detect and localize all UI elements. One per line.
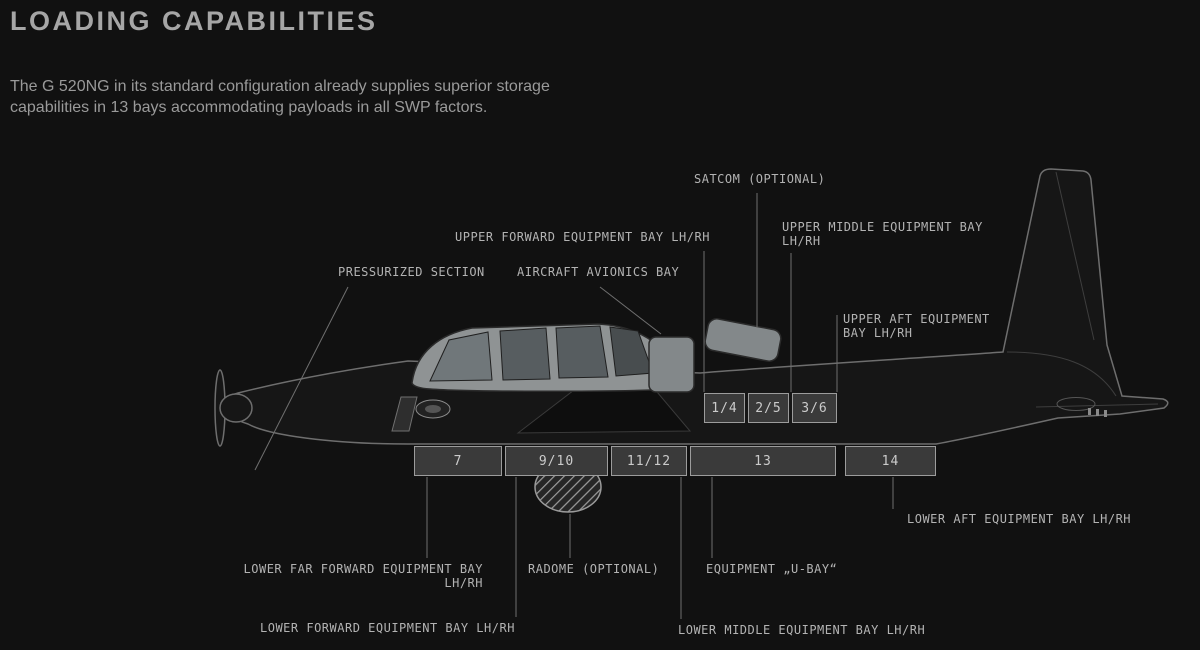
leader-avionics bbox=[599, 286, 662, 335]
label-lower-far-forward-bay: LOWER FAR FORWARD EQUIPMENT BAY LH/RH bbox=[243, 562, 483, 590]
label-lower-aft-bay: LOWER AFT EQUIPMENT BAY LH/RH bbox=[907, 512, 1132, 526]
fuselage-outline bbox=[221, 168, 1169, 445]
page-description: The G 520NG in its standard configuratio… bbox=[10, 78, 550, 117]
tail-vent-icon bbox=[1056, 397, 1096, 411]
bay-box-7: 7 bbox=[414, 446, 502, 476]
bay-box-13: 13 bbox=[690, 446, 836, 476]
exhaust-stack-icon bbox=[391, 396, 418, 432]
bay-box-1-4: 1/4 bbox=[704, 393, 745, 423]
leader-lines bbox=[254, 193, 894, 619]
aircraft-outline bbox=[214, 168, 1169, 513]
leader-pressurized bbox=[254, 286, 349, 471]
label-upper-middle-bay: UPPER MIDDLE EQUIPMENT BAY LH/RH bbox=[782, 220, 983, 248]
label-lower-forward-bay: LOWER FORWARD EQUIPMENT BAY LH/RH bbox=[260, 621, 515, 635]
side-window-pane bbox=[555, 325, 609, 379]
bay-box-14: 14 bbox=[845, 446, 936, 476]
label-radome: RADOME (OPTIONAL) bbox=[528, 562, 660, 576]
label-upper-aft-bay: UPPER AFT EQUIPMENT BAY LH/RH bbox=[843, 312, 990, 340]
bay-box-9-10: 9/10 bbox=[505, 446, 608, 476]
bay-box-11-12: 11/12 bbox=[611, 446, 687, 476]
label-avionics-bay: AIRCRAFT AVIONICS BAY bbox=[517, 265, 680, 279]
label-pressurized-section: PRESSURIZED SECTION bbox=[338, 265, 485, 279]
label-satcom: SATCOM (OPTIONAL) bbox=[694, 172, 826, 186]
side-window-pane bbox=[499, 327, 551, 381]
label-u-bay: EQUIPMENT „U-BAY“ bbox=[706, 562, 838, 576]
windshield-pane bbox=[429, 331, 493, 382]
page-title: LOADING CAPABILITIES bbox=[10, 6, 378, 36]
spinner-icon bbox=[219, 393, 253, 423]
bay-box-3-6: 3/6 bbox=[792, 393, 837, 423]
bay-box-2-5: 2/5 bbox=[748, 393, 789, 423]
satcom-antenna-icon bbox=[704, 318, 782, 362]
label-upper-forward-bay: UPPER FORWARD EQUIPMENT BAY LH/RH bbox=[455, 230, 710, 244]
avionics-bay-box bbox=[648, 336, 695, 393]
label-lower-middle-bay: LOWER MIDDLE EQUIPMENT BAY LH/RH bbox=[678, 623, 926, 637]
